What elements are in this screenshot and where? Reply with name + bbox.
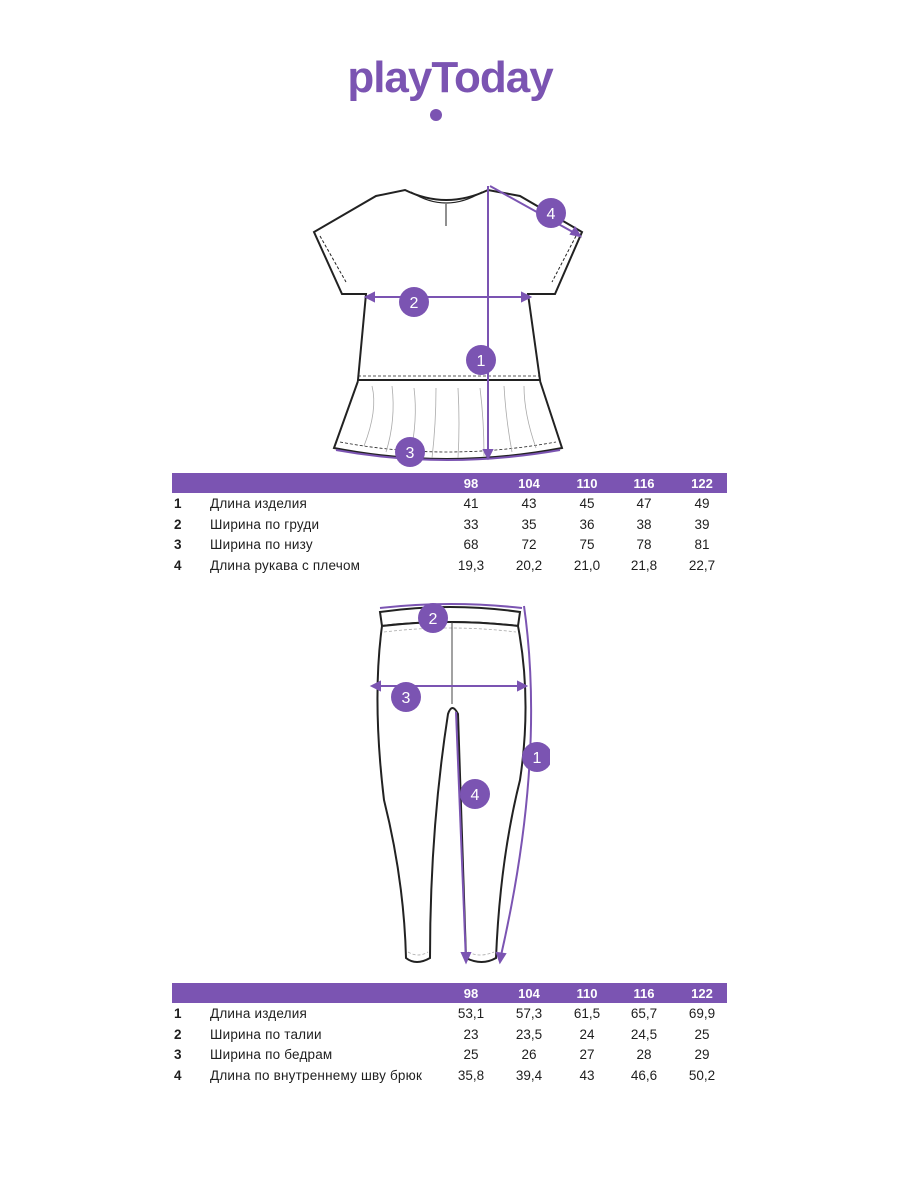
table-cell: 29 (694, 1047, 710, 1062)
size-98: 98 (463, 986, 479, 1001)
table-cell: 43 (521, 496, 537, 511)
table-cell: 49 (694, 496, 710, 511)
table-cell: 53,1 (457, 1006, 485, 1021)
svg-text:3: 3 (402, 690, 411, 707)
table-cell: 69,9 (688, 1006, 716, 1021)
size-116: 116 (633, 476, 655, 491)
table-cell: 65,7 (630, 1006, 658, 1021)
table-cell: 23,5 (515, 1026, 543, 1042)
table-cell: 35,8 (457, 1067, 485, 1083)
table-cell: 47 (636, 496, 652, 511)
svg-text:1: 1 (477, 353, 486, 370)
row-label: Ширина по низу (210, 537, 313, 552)
size-header: 98 104 110 116 122 (172, 473, 727, 493)
table-cell: 61,5 (573, 1006, 601, 1021)
marker-4: 4 (536, 198, 566, 228)
size-122: 122 (691, 986, 713, 1001)
playtoday-logo: playToday (347, 53, 555, 121)
svg-text:4: 4 (471, 787, 480, 804)
table-cell: 23 (463, 1026, 479, 1042)
table-cell: 21,0 (573, 557, 601, 573)
table-row: 3 Ширина по низу 68 72 75 78 81 (172, 534, 727, 555)
table-cell: 20,2 (515, 557, 543, 573)
marker-1: 1 (522, 742, 550, 772)
table-cell: 26 (521, 1047, 537, 1062)
row-label: Ширина по груди (210, 516, 320, 532)
table-row: 4 Длина рукава с плечом 19,3 20,2 21,0 2… (172, 555, 727, 576)
table-cell: 43 (579, 1067, 595, 1083)
svg-text:4: 4 (547, 206, 556, 223)
row-label: Длина изделия (210, 496, 307, 511)
size-header: 98 104 110 116 122 (172, 983, 727, 1003)
size-104: 104 (518, 476, 540, 491)
size-104: 104 (518, 986, 540, 1001)
table-cell: 72 (521, 537, 537, 552)
table-cell: 21,8 (630, 557, 658, 573)
table-cell: 24 (579, 1026, 595, 1042)
table-row: 1 Длина изделия 53,1 57,3 61,5 65,7 69,9 (172, 1003, 727, 1024)
table-cell: 78 (636, 537, 652, 552)
row-number: 1 (174, 496, 182, 511)
table-cell: 35 (521, 516, 537, 532)
svg-text:3: 3 (406, 445, 415, 462)
table-cell: 41 (463, 496, 479, 511)
table-cell: 22,7 (688, 557, 716, 573)
table-cell: 57,3 (515, 1006, 543, 1021)
tshirt-markers: 1 2 3 4 (395, 198, 566, 467)
row-number: 4 (174, 1067, 182, 1083)
leggings-size-table: 98 104 110 116 122 1 Длина изделия 53,1 … (172, 983, 727, 1085)
table-cell: 27 (579, 1047, 595, 1062)
table-cell: 46,6 (630, 1067, 658, 1083)
row-label: Длина изделия (210, 1006, 307, 1021)
size-110: 110 (576, 986, 598, 1001)
tshirt-size-table: 98 104 110 116 122 1 Длина изделия 41 43… (172, 473, 727, 575)
table-cell: 19,3 (457, 557, 485, 573)
table-cell: 81 (694, 537, 710, 552)
table-row: 3 Ширина по бедрам 25 26 27 28 29 (172, 1044, 727, 1065)
marker-2: 2 (399, 287, 429, 317)
row-label: Длина по внутреннему шву брюк (210, 1067, 423, 1083)
row-number: 2 (174, 1026, 182, 1042)
marker-1: 1 (466, 345, 496, 375)
table-cell: 75 (579, 537, 595, 552)
table-cell: 68 (463, 537, 479, 552)
row-label: Ширина по талии (210, 1026, 322, 1042)
size-98: 98 (463, 476, 479, 491)
row-number: 2 (174, 516, 182, 532)
table-row: 1 Длина изделия 41 43 45 47 49 (172, 493, 727, 514)
table-cell: 36 (579, 516, 595, 532)
table-row: 2 Ширина по талии 23 23,5 24 24,5 25 (172, 1024, 727, 1045)
table-cell: 25 (694, 1026, 710, 1042)
table-row: 2 Ширина по груди 33 35 36 38 39 (172, 514, 727, 535)
table-cell: 28 (636, 1047, 652, 1062)
size-110: 110 (576, 476, 598, 491)
row-number: 3 (174, 537, 182, 552)
tshirt-diagram (312, 185, 584, 461)
table-cell: 25 (463, 1047, 479, 1062)
marker-3: 3 (391, 682, 421, 712)
size-116: 116 (633, 986, 655, 1001)
svg-text:2: 2 (429, 611, 438, 628)
row-label: Длина рукава с плечом (210, 557, 361, 573)
marker-4: 4 (460, 779, 490, 809)
row-label: Ширина по бедрам (210, 1047, 333, 1062)
row-number: 1 (174, 1006, 182, 1021)
table-cell: 50,2 (688, 1067, 716, 1083)
marker-2: 2 (418, 603, 448, 633)
table-cell: 33 (463, 516, 479, 532)
table-row: 4 Длина по внутреннему шву брюк 35,8 39,… (172, 1065, 727, 1086)
table-cell: 39,4 (515, 1067, 543, 1083)
table-cell: 24,5 (630, 1026, 658, 1042)
marker-3: 3 (395, 437, 425, 467)
svg-text:1: 1 (533, 750, 542, 767)
leggings-markers: 1 2 3 4 (391, 603, 550, 809)
svg-text:2: 2 (410, 295, 419, 312)
svg-text:playToday: playToday (347, 53, 554, 102)
size-122: 122 (691, 476, 713, 491)
table-cell: 38 (636, 516, 652, 532)
table-cell: 45 (579, 496, 595, 511)
table-cell: 39 (694, 516, 710, 532)
row-number: 4 (174, 557, 182, 573)
row-number: 3 (174, 1047, 182, 1062)
